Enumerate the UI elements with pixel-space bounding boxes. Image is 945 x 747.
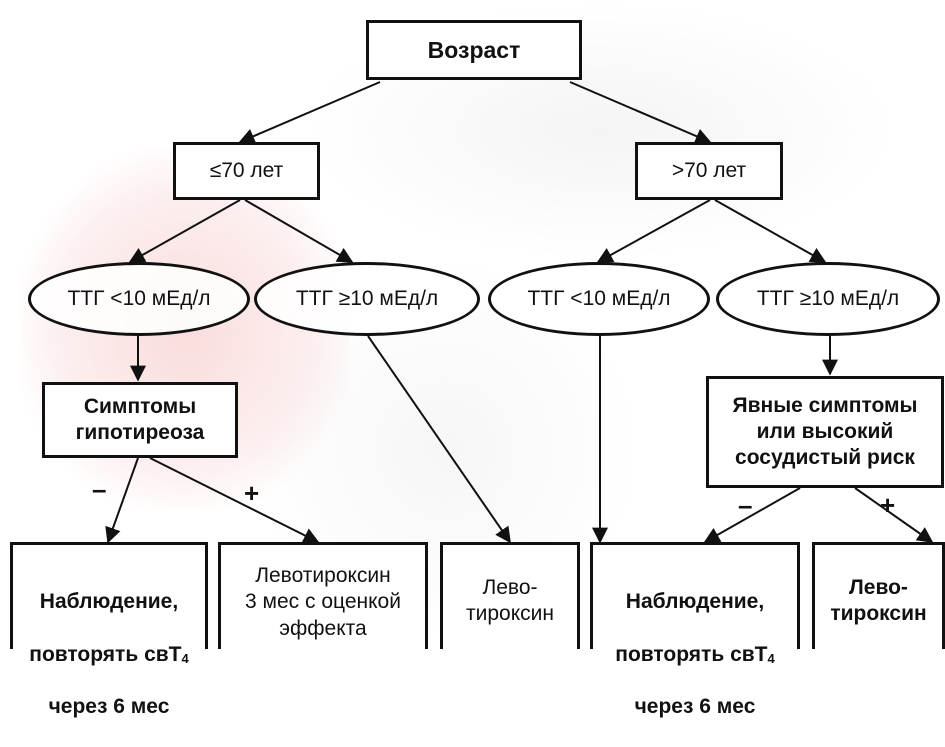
hypothyroid-symptoms-box: Симптомы гипотиреоза [42, 382, 238, 458]
root-age-box: Возраст [366, 20, 582, 80]
arrow-root-to-le70 [238, 81, 381, 144]
observe-1-line1: Наблюдение, [39, 590, 179, 614]
observe-2-line2-sub: 4 [767, 650, 775, 666]
arrow-overt-plus [854, 487, 934, 543]
levothyroxine-leaf-1: Лево- тироксин [440, 542, 580, 649]
arrow-le70-to-tsh-low [128, 199, 241, 263]
observe-1-line3: через 6 мес [48, 695, 170, 719]
observe-2-line2-text: повторять свТ [615, 642, 768, 666]
levothyroxine-leaf-2: Лево- тироксин [812, 542, 945, 649]
levothyroxine-trial-leaf: Левотироксин 3 мес с оценкой эффекта [218, 542, 428, 649]
arrow-tsh-high-to-levo1 [367, 335, 511, 544]
observe-2-line1: Наблюдение, [625, 590, 765, 614]
arrow-gt70-to-tsh-high [714, 199, 827, 263]
plus-sign-left: + [244, 478, 260, 508]
tsh-high-oval-le70: ТТГ ≥10 мЕд/л [254, 262, 480, 336]
observe-1-line2-sub: 4 [181, 650, 189, 666]
observe-2-line2: повторять свТ4 [615, 642, 774, 668]
treatment-flowchart: Возраст ≤70 лет >70 лет ТТГ <10 мЕд/л ТТ… [10, 0, 945, 718]
observe-1-line2-text: повторять свТ [29, 642, 182, 666]
arrow-symptoms-plus [149, 457, 320, 543]
tsh-low-oval-le70: ТТГ <10 мЕд/л [28, 262, 250, 336]
overt-symptoms-box: Явные симптомы или высокий сосудистый ри… [706, 376, 944, 488]
observe-1-line2: повторять свТ4 [29, 642, 188, 668]
plus-sign-right: + [880, 490, 896, 520]
minus-sign-left: – [92, 474, 107, 504]
connector-arrows [105, 81, 934, 544]
age-gt70-box: >70 лет [635, 142, 783, 200]
arrow-root-to-gt70 [569, 81, 712, 144]
arrow-gt70-to-tsh-low [596, 199, 711, 263]
minus-sign-right: – [738, 490, 753, 520]
tsh-high-oval-gt70: ТТГ ≥10 мЕд/л [716, 262, 940, 336]
tsh-low-oval-gt70: ТТГ <10 мЕд/л [488, 262, 710, 336]
arrow-le70-to-tsh-high [244, 199, 354, 263]
observe-leaf-2: Наблюдение, повторять свТ4 через 6 мес [590, 542, 800, 718]
age-le70-box: ≤70 лет [173, 142, 320, 200]
observe-leaf-1: Наблюдение, повторять свТ4 через 6 мес [10, 542, 208, 718]
arrow-overt-minus [703, 487, 801, 543]
arrow-symptoms-minus [105, 457, 139, 544]
observe-2-line3: через 6 мес [634, 695, 756, 719]
